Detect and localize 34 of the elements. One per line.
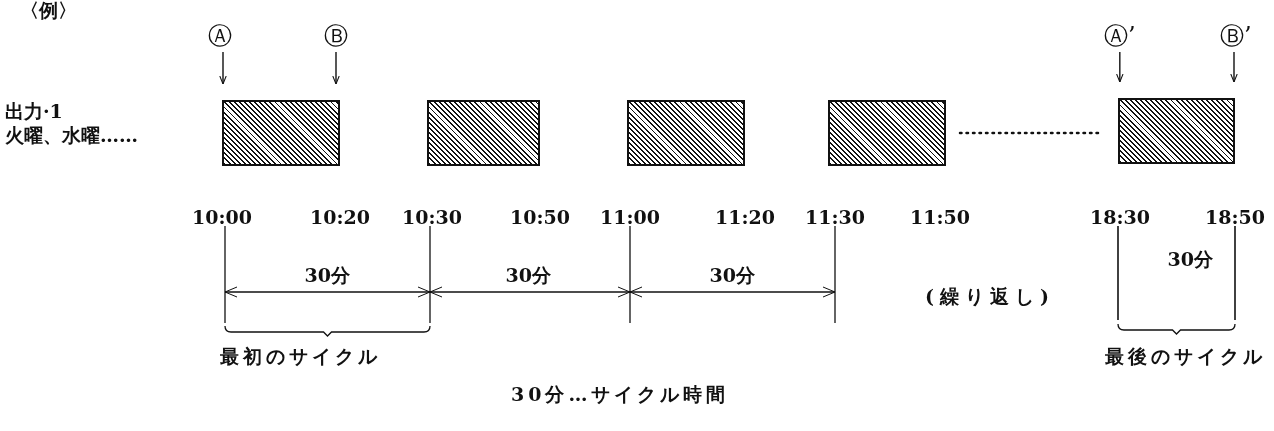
repeat-note: (繰り返し) — [925, 287, 1055, 306]
time-label: 10:50 — [510, 208, 570, 227]
arrow — [1116, 51, 1124, 83]
row-label: 火曜、水曜…… — [5, 126, 138, 145]
row-label: 出力·1 — [5, 102, 63, 121]
point-marker: Ⓐ’ — [1104, 22, 1136, 50]
example-heading: 〈例〉 — [20, 1, 77, 20]
time-label: 11:20 — [715, 208, 775, 227]
arrow — [332, 51, 340, 85]
cycle-label: 最初のサイクル — [219, 347, 381, 366]
point-marker: Ⓑ’ — [1220, 22, 1252, 50]
time-label: 10:00 — [192, 208, 252, 227]
time-label: 18:50 — [1205, 208, 1265, 227]
point-marker: Ⓐ — [208, 22, 232, 50]
hatched-box — [427, 100, 540, 166]
hatched-box — [222, 100, 340, 166]
arrow — [219, 51, 227, 85]
duration-label: 30分 — [709, 266, 755, 285]
time-label: 11:50 — [910, 208, 970, 227]
time-label: 18:30 — [1090, 208, 1150, 227]
time-label: 11:00 — [600, 208, 660, 227]
duration-label: 30分 — [505, 266, 551, 285]
hatched-box — [828, 100, 946, 166]
time-label: 11:30 — [805, 208, 865, 227]
arrow — [1230, 51, 1238, 83]
hatched-box — [627, 100, 745, 166]
duration-label: 30分 — [1167, 250, 1213, 269]
time-label: 10:30 — [402, 208, 462, 227]
note: 30分…サイクル時間 — [511, 385, 730, 404]
hatched-box — [1118, 98, 1235, 164]
point-marker: Ⓑ — [324, 22, 348, 50]
duration-label: 30分 — [304, 266, 350, 285]
time-label: 10:20 — [310, 208, 370, 227]
cycle-label: 最後のサイクル — [1104, 347, 1266, 366]
